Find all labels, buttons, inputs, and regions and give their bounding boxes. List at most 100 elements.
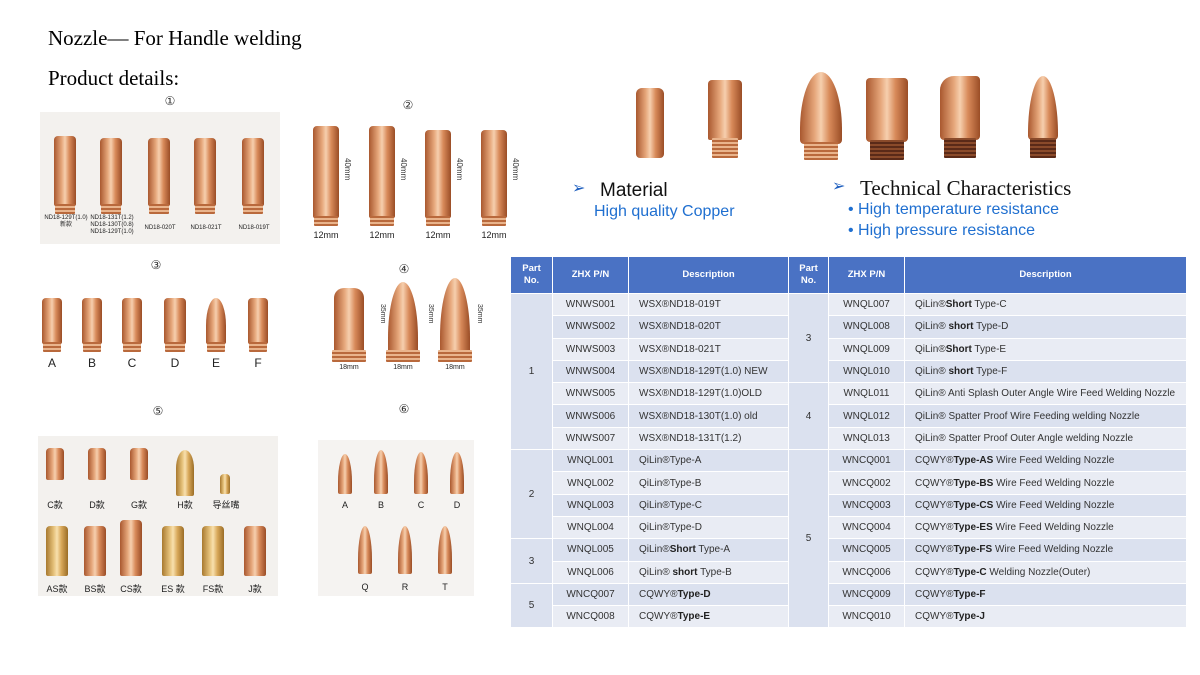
pn-cell: WNCQ005 [828, 538, 905, 562]
page-title: Nozzle— For Handle welding [48, 26, 302, 50]
variant-label: J款 [248, 584, 262, 594]
part-number-table: Part No. ZHX P/N Description Part No. ZH… [510, 256, 1187, 629]
nozzle-image [164, 298, 186, 344]
variant-label: G款 [130, 500, 147, 510]
description-cell: QiLin®Short Type-E [904, 337, 1187, 361]
description-cell: CQWY®Type-ES Wire Feed Welding Nozzle [904, 515, 1187, 540]
nozzle-image [206, 298, 226, 344]
description-text: Wire Feed Welding Nozzle [993, 477, 1115, 489]
nozzle-thread [165, 342, 185, 352]
nozzle-image [220, 474, 230, 494]
nozzle-thread [314, 216, 338, 226]
dimension-label: 12mm [313, 230, 339, 240]
description-cell: CQWY®Type-D [628, 582, 789, 607]
nozzle-thread [101, 204, 121, 214]
variant-label: CS款 [120, 584, 142, 594]
group-4-photo: 18mm 18mm 18mm 35mm 35mm 35mm [330, 278, 483, 374]
part-number-cell: 2 [510, 449, 553, 540]
group-5-number: ⑤ [152, 404, 164, 418]
dimension-label: 18mm [339, 364, 359, 371]
nozzle-image [42, 298, 62, 344]
nozzle-thread [370, 216, 394, 226]
description-text: CQWY® [915, 566, 954, 578]
variant-label: T [442, 582, 448, 592]
tech-heading: Technical Characteristics [860, 176, 1072, 200]
nozzle-thread [55, 204, 75, 214]
nozzle-thread [123, 342, 141, 352]
nozzle-thread [43, 342, 61, 352]
pn-cell: WNQL004 [552, 515, 629, 540]
pn-cell: WNWS004 [552, 359, 629, 384]
description-emphasis: Short [945, 299, 972, 311]
description-cell: CQWY®Type-C Welding Nozzle(Outer) [904, 560, 1187, 584]
description-emphasis: Type-FS [953, 544, 993, 556]
nozzle-thread [870, 140, 904, 160]
group-1-photo: ND18-129T(1.0) 新款 ND18-131T(1.2) ND18-13… [40, 112, 280, 244]
description-cell: QiLin® Spatter Proof Outer Angle welding… [904, 426, 1187, 451]
pn-cell: WNCQ003 [828, 493, 905, 517]
nozzle-image [248, 298, 268, 344]
variant-label: C [417, 500, 425, 510]
description-cell: WSX®ND18-019T [628, 292, 789, 317]
description-text: Wire Feed Welding Nozzle [992, 522, 1114, 534]
description-cell: CQWY®Type-BS Wire Feed Welding Nozzle [904, 471, 1187, 495]
description-emphasis: Type-BS [953, 477, 994, 489]
description-emphasis: Type-J [953, 611, 985, 623]
description-text: QiLin® [639, 566, 673, 578]
pn-cell: WNCQ006 [828, 560, 905, 584]
variant-label: BS款 [84, 584, 106, 594]
pn-cell: WNQL008 [828, 315, 905, 339]
nozzle-image [202, 526, 224, 576]
description-cell: CQWY®Type-AS Wire Feed Welding Nozzle [904, 449, 1187, 473]
group-1-label: ND18-021T [190, 225, 222, 231]
description-cell: QiLin®Short Type-C [904, 292, 1187, 317]
nozzle-image [46, 526, 68, 576]
part-number-cell: 4 [788, 382, 829, 451]
pn-cell: WNWS001 [552, 292, 629, 317]
group-5-photo: C款 D款 G款 H款 导丝嘴 AS款 BS款 CS款 ES 款 FS款 J款 [38, 436, 278, 596]
pn-cell: WNQL005 [552, 538, 629, 562]
description-text: QiLin® [915, 343, 946, 355]
description-text: QiLin® [639, 544, 670, 556]
length-label: 40mm [511, 158, 520, 181]
description-text: QiLin® Spatter Proof Outer Angle welding… [915, 432, 1134, 444]
header-description: Description [628, 256, 789, 294]
header-part-no: Part No. [510, 256, 553, 294]
nozzle-image [338, 454, 352, 494]
nozzle-image [481, 130, 507, 218]
description-cell: WSX®ND18-129T(1.0) NEW [628, 359, 789, 384]
description-text: Wire Feed Welding Nozzle [992, 544, 1114, 556]
nozzle-image [440, 278, 470, 352]
description-text: WSX®ND18-129T(1.0) NEW [639, 366, 768, 378]
nozzle-thread [712, 138, 738, 158]
description-emphasis: Type-AS [953, 455, 994, 467]
pn-cell: WNQL006 [552, 560, 629, 584]
nozzle-thread [83, 342, 101, 352]
description-cell: CQWY®Type-E [628, 605, 789, 629]
nozzle-image [148, 138, 170, 206]
description-text: Wire Feed Welding Nozzle [993, 455, 1115, 467]
nozzle-thread [1030, 138, 1056, 158]
nozzle-thread [195, 204, 215, 214]
description-text: CQWY® [915, 522, 954, 534]
nozzle-image [1028, 76, 1058, 140]
nozzle-thread [332, 350, 366, 362]
description-text: QiLin® Spatter Proof Wire Feeding weldin… [915, 410, 1140, 422]
nozzle-image [800, 72, 842, 144]
variant-label: B [377, 500, 384, 510]
description-emphasis: Type-F [953, 589, 986, 600]
variant-label: A [341, 500, 348, 510]
description-cell: QiLin® Spatter Proof Wire Feeding weldin… [904, 404, 1187, 428]
nozzle-image [84, 526, 106, 576]
nozzle-image [130, 448, 148, 480]
description-cell: QiLin® short Type-B [628, 560, 789, 584]
variant-label: E [211, 356, 220, 370]
variant-label: F [254, 356, 262, 370]
description-text: CQWY® [915, 544, 954, 556]
description-text: QiLin® [915, 299, 946, 311]
tech-item: • High temperature resistance [848, 201, 1060, 218]
